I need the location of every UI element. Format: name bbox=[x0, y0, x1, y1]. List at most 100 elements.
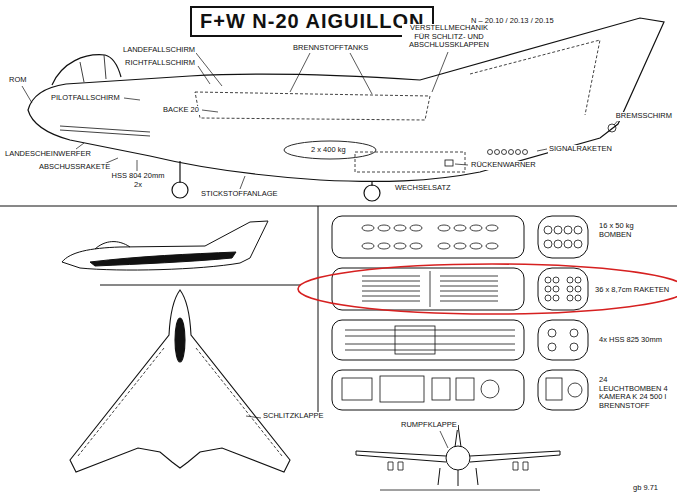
leader-lines bbox=[432, 52, 448, 92]
rocket-section-circles bbox=[575, 295, 581, 301]
rocket-section-circles bbox=[545, 286, 551, 292]
rocket-section-circles bbox=[575, 286, 581, 292]
leader-lines bbox=[440, 431, 448, 448]
rocket-section-circles bbox=[575, 277, 581, 283]
leader-lines bbox=[124, 98, 140, 100]
recon-pod bbox=[332, 370, 524, 410]
recon-pod-section bbox=[538, 370, 588, 410]
highlight-ellipse bbox=[298, 264, 677, 314]
warner-box bbox=[445, 160, 453, 166]
cannon-breech bbox=[395, 326, 435, 354]
bombs bbox=[454, 243, 466, 249]
slat-line bbox=[78, 348, 282, 456]
part-label: RICHTFALLSCHIRM bbox=[124, 59, 196, 68]
bombs bbox=[486, 243, 498, 249]
bomb-section-circles bbox=[574, 240, 582, 248]
gun-barrels bbox=[60, 126, 150, 136]
bombs bbox=[362, 225, 498, 249]
underwing-items bbox=[388, 462, 528, 470]
fuselage-outline bbox=[28, 18, 664, 181]
part-label: BACKE 20 bbox=[162, 106, 200, 115]
bomb-section-circles bbox=[564, 240, 572, 248]
part-label: ROM bbox=[8, 76, 28, 85]
bomb-section-circles bbox=[554, 226, 562, 234]
cannon-section-circles bbox=[548, 343, 556, 351]
nose-wheel bbox=[172, 182, 188, 198]
rocket-pod bbox=[332, 268, 524, 310]
bomb-shape bbox=[284, 141, 376, 159]
recon-contents bbox=[342, 376, 499, 402]
leader-lines bbox=[22, 86, 32, 103]
leader-lines bbox=[290, 53, 310, 92]
part-label: 16 x 50 kg BOMBEN bbox=[598, 222, 650, 239]
rocket-section-circles bbox=[567, 286, 573, 292]
exchange-set bbox=[355, 152, 465, 172]
cannon-section-circles bbox=[570, 343, 578, 351]
part-label: 4x HSS 825 30mm bbox=[598, 336, 663, 345]
rocket-section-circles bbox=[553, 286, 559, 292]
part-label: RUMPFKLAPPE bbox=[400, 421, 458, 430]
rocket-section-circles bbox=[567, 295, 573, 301]
silhouette bbox=[62, 221, 268, 270]
bombs bbox=[470, 225, 482, 231]
front-wings bbox=[356, 451, 560, 462]
part-label: BRENNSTOFFTANKS bbox=[292, 44, 369, 53]
part-label: BREMSSCHIRM bbox=[615, 112, 673, 121]
rocket-section-circles bbox=[553, 277, 559, 283]
rocket-pod-section bbox=[538, 268, 588, 310]
recon-contents bbox=[481, 380, 499, 398]
bombs bbox=[438, 243, 450, 249]
cannon-barrels bbox=[345, 330, 515, 350]
rocket-section-circles bbox=[553, 295, 559, 301]
bombs bbox=[362, 225, 374, 231]
nose-gear bbox=[179, 161, 180, 183]
title-text: F+W N-20 AIGUILLON bbox=[200, 10, 424, 32]
leader-lines bbox=[246, 416, 261, 418]
signal-rockets bbox=[488, 150, 493, 155]
bomb-section-circles bbox=[544, 226, 582, 248]
leader-lines bbox=[137, 160, 138, 171]
signal-rockets bbox=[516, 150, 521, 155]
part-label: PILOTFALLSCHIRM bbox=[50, 94, 121, 103]
canopy-frame bbox=[80, 55, 106, 82]
leader-lines bbox=[350, 53, 372, 94]
small-side-view bbox=[62, 221, 300, 285]
recon-section bbox=[546, 378, 582, 400]
part-label: RÜCKENWARNER bbox=[470, 161, 537, 170]
bomb-section-circles bbox=[554, 240, 562, 248]
rocket-section-circles bbox=[567, 277, 573, 283]
leader-lines bbox=[196, 53, 222, 86]
bombs bbox=[454, 225, 466, 231]
silhouette-canopy bbox=[95, 242, 130, 249]
part-label: STICKSTOFFANLAGE bbox=[200, 190, 279, 199]
recon-contents bbox=[380, 376, 424, 402]
signal-rockets bbox=[488, 150, 528, 155]
leader-lines bbox=[455, 164, 468, 165]
leader-lines bbox=[537, 149, 547, 151]
bomb-section-circles bbox=[574, 226, 582, 234]
part-label: ABSCHUSSRAKETE bbox=[38, 163, 111, 172]
ground-line bbox=[100, 285, 300, 286]
wing-planform bbox=[70, 290, 290, 472]
bombs bbox=[394, 225, 406, 231]
cannon-section-circles bbox=[548, 329, 556, 337]
signal-rockets bbox=[495, 150, 500, 155]
bombs bbox=[378, 243, 390, 249]
bombs bbox=[362, 243, 374, 249]
bomb-pod bbox=[332, 216, 524, 258]
bombs bbox=[378, 225, 390, 231]
signal-rockets bbox=[523, 150, 528, 155]
bombs bbox=[486, 225, 498, 231]
rocket-section-circles bbox=[545, 277, 551, 283]
title-box: F+W N-20 AIGUILLON bbox=[190, 6, 434, 37]
recon-contents bbox=[456, 378, 474, 400]
part-label: HSS 804 20mm 2x bbox=[108, 172, 168, 189]
separator-line bbox=[318, 206, 319, 415]
bomb-pod-section bbox=[538, 216, 588, 258]
rocket-section-circles bbox=[545, 277, 581, 301]
signal-rockets bbox=[502, 150, 507, 155]
fuel-tank bbox=[195, 92, 430, 120]
part-label: LANDEFALLSCHIRM bbox=[122, 46, 196, 55]
